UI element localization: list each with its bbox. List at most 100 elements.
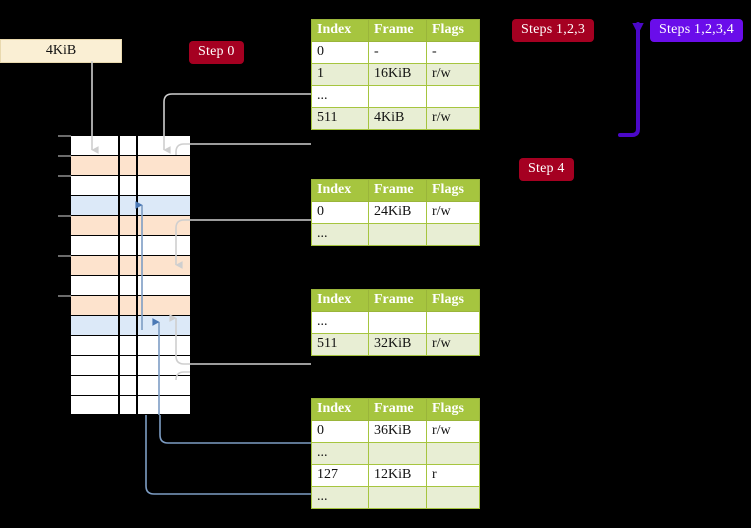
table-cell [368, 442, 427, 465]
table-row: ... [311, 442, 480, 465]
memory-frame-row [71, 215, 190, 235]
steps1234-badge: Steps 1,2,3,4 [650, 19, 743, 42]
wire-pt-36kib [159, 415, 311, 444]
memory-row-tick [58, 135, 71, 137]
table-cell: 511 [311, 333, 369, 356]
column-header-frame: Frame [368, 398, 427, 421]
steps123-badge: Steps 1,2,3 [512, 19, 595, 42]
step4-label: Step 4 [528, 161, 565, 176]
column-header-index: Index [311, 19, 369, 42]
table-cell: ... [311, 223, 369, 246]
column-header-flags: Flags [426, 179, 480, 202]
memory-frame-row [71, 175, 190, 195]
memory-row-tick [58, 175, 71, 177]
table-row: ... [311, 486, 480, 509]
table-cell: r/w [426, 63, 480, 86]
table-row: ... [311, 85, 480, 108]
memory-frame-row [71, 235, 190, 255]
steps1234-label: Steps 1,2,3,4 [659, 22, 734, 37]
table-cell [426, 223, 480, 246]
memory-frame-row [71, 155, 190, 175]
table-row: ... [311, 311, 480, 334]
column-header-flags: Flags [426, 19, 480, 42]
table-cell: 127 [311, 464, 369, 487]
physical-memory-grid [58, 135, 190, 415]
table-cell: r/w [426, 420, 480, 443]
table-cell: ... [311, 486, 369, 509]
table-cell: ... [311, 85, 369, 108]
table-cell [426, 486, 480, 509]
table-cell [426, 311, 480, 334]
table-cell: 36KiB [368, 420, 427, 443]
step4-badge: Step 4 [519, 158, 574, 181]
table-cell: 0 [311, 420, 369, 443]
table-cell: r/w [426, 107, 480, 130]
column-header-index: Index [311, 398, 369, 421]
violet-bracket-arrow [618, 22, 644, 137]
column-header-frame: Frame [368, 19, 427, 42]
memory-size-label: 4KiB [45, 43, 77, 58]
memory-frame-row [71, 375, 190, 395]
table-cell: - [368, 41, 427, 64]
table-cell: 16KiB [368, 63, 427, 86]
column-header-flags: Flags [426, 398, 480, 421]
table-cell: 511 [311, 107, 369, 130]
wire-pd-32kib [169, 314, 311, 365]
table-cell [368, 486, 427, 509]
table-cell: ... [311, 442, 369, 465]
memory-frame-row [71, 195, 190, 215]
memory-frame-row [71, 275, 190, 295]
memory-size-box: 4KiB [0, 39, 122, 63]
table-cell: 12KiB [368, 464, 427, 487]
wire-pdpt-24kib [175, 219, 311, 269]
memory-frame-row [71, 315, 190, 335]
column-header-index: Index [311, 179, 369, 202]
table-cell: 32KiB [368, 333, 427, 356]
table-cell [368, 311, 427, 334]
table-cell [368, 223, 427, 246]
memory-frame-row [71, 255, 190, 275]
wire-pml4-4kib [175, 143, 311, 155]
column-header-index: Index [311, 289, 369, 312]
memory-row-tick [58, 215, 71, 217]
table-cell [368, 85, 427, 108]
memory-frame-row [71, 135, 190, 155]
column-header-frame: Frame [368, 289, 427, 312]
memory-frame-row [71, 355, 190, 375]
memory-frame-row [71, 295, 190, 315]
table-cell: 0 [311, 41, 369, 64]
step0-label: Step 0 [198, 44, 235, 59]
table-cell: r/w [426, 333, 480, 356]
table-cell: 1 [311, 63, 369, 86]
memory-row-tick [58, 155, 71, 157]
memory-row-tick [58, 295, 71, 297]
memory-grid-divider-1 [136, 135, 138, 415]
table-row: 0-- [311, 41, 480, 64]
table-cell [426, 442, 480, 465]
memory-grid-divider-0 [118, 135, 120, 415]
step0-badge: Step 0 [189, 41, 244, 64]
column-header-flags: Flags [426, 289, 480, 312]
table-cell: 4KiB [368, 107, 427, 130]
table-cell: r/w [426, 201, 480, 224]
memory-row-tick [58, 255, 71, 257]
memory-frame-row [71, 395, 190, 415]
table-cell: 24KiB [368, 201, 427, 224]
table-row: ... [311, 223, 480, 246]
steps123-label: Steps 1,2,3 [521, 22, 586, 37]
table-cell: 0 [311, 201, 369, 224]
column-header-frame: Frame [368, 179, 427, 202]
